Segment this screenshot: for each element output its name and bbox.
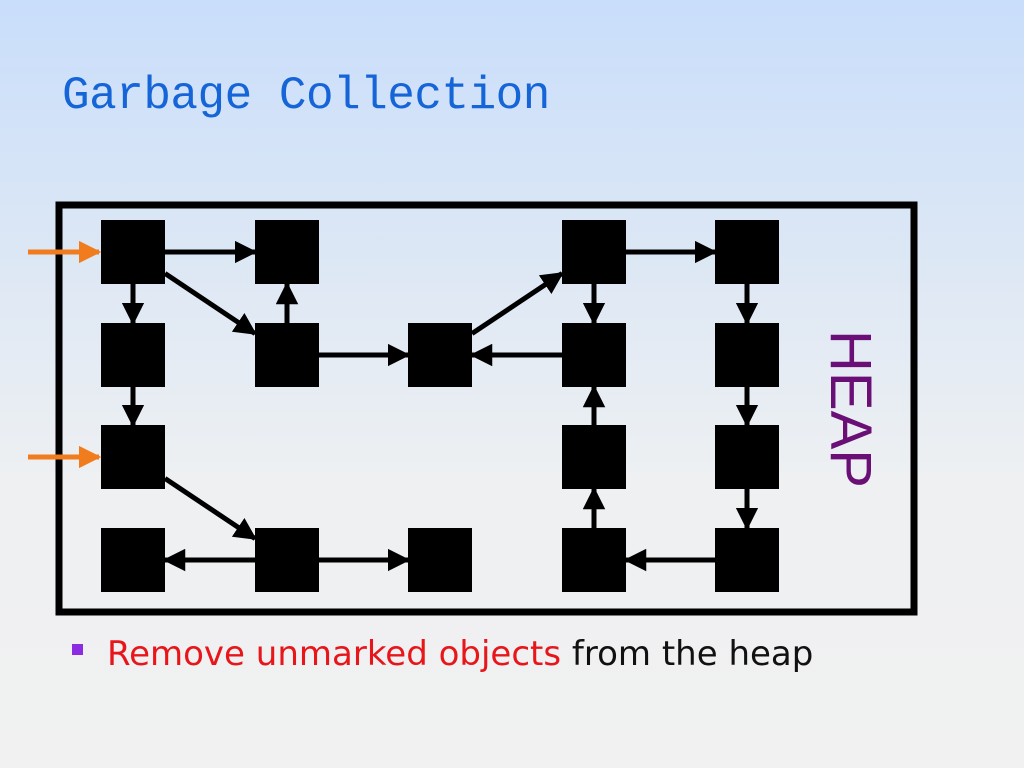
heap-object-r4c5 bbox=[715, 528, 779, 592]
heap-object-r1c4 bbox=[562, 220, 626, 284]
heap-label: HEAP bbox=[818, 330, 883, 488]
heap-object-r3c1 bbox=[101, 425, 165, 489]
bullet-rest: from the heap bbox=[561, 634, 814, 674]
heap-object-r4c4 bbox=[562, 528, 626, 592]
root-pointers bbox=[28, 240, 102, 469]
reference-arrows bbox=[121, 240, 759, 572]
heap-object-r1c1 bbox=[101, 220, 165, 284]
heap-object-r2c1 bbox=[101, 323, 165, 387]
heap-objects bbox=[101, 220, 779, 592]
slide-title: Garbage Collection bbox=[62, 70, 550, 122]
heap-object-r3c4 bbox=[562, 425, 626, 489]
heap-object-r4c1 bbox=[101, 528, 165, 592]
heap-border bbox=[55, 201, 918, 616]
heap-object-r3c5 bbox=[715, 425, 779, 489]
heap-object-r1c5 bbox=[715, 220, 779, 284]
reference-arrow-r1c1-to-r2c2 bbox=[163, 271, 257, 336]
reference-arrow-r2c3-to-r1c4 bbox=[470, 271, 564, 336]
bullet-highlight: Remove unmarked objects bbox=[107, 634, 562, 674]
heap-object-r4c3 bbox=[408, 528, 472, 592]
bullet-item: Remove unmarked objects from the heap bbox=[72, 632, 813, 676]
heap-object-r4c2 bbox=[255, 528, 319, 592]
heap-object-r1c2 bbox=[255, 220, 319, 284]
reference-arrow-r3c1-to-r4c2 bbox=[163, 476, 257, 541]
heap-label-box: HEAP bbox=[815, 330, 885, 500]
heap-object-r2c2 bbox=[255, 323, 319, 387]
heap-object-r2c4 bbox=[562, 323, 626, 387]
heap-object-r2c3 bbox=[408, 323, 472, 387]
heap-object-r2c5 bbox=[715, 323, 779, 387]
bullet-square-icon bbox=[72, 644, 83, 655]
